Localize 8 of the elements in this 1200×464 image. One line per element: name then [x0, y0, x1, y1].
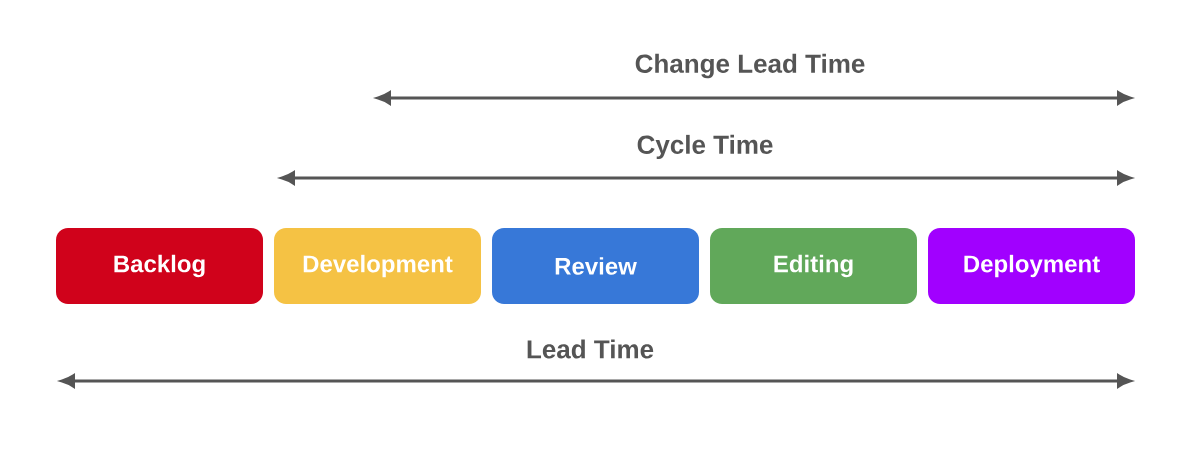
stage-box: Review [492, 228, 699, 304]
stage-box: Editing [710, 228, 917, 304]
stage-box: Development [274, 228, 481, 304]
span-label: Change Lead Time [635, 53, 865, 79]
stage-box: Deployment [928, 228, 1135, 304]
span-label: Cycle Time [637, 134, 773, 160]
span-label: Lead Time [527, 339, 654, 359]
stage-box: Backlog [56, 228, 263, 304]
